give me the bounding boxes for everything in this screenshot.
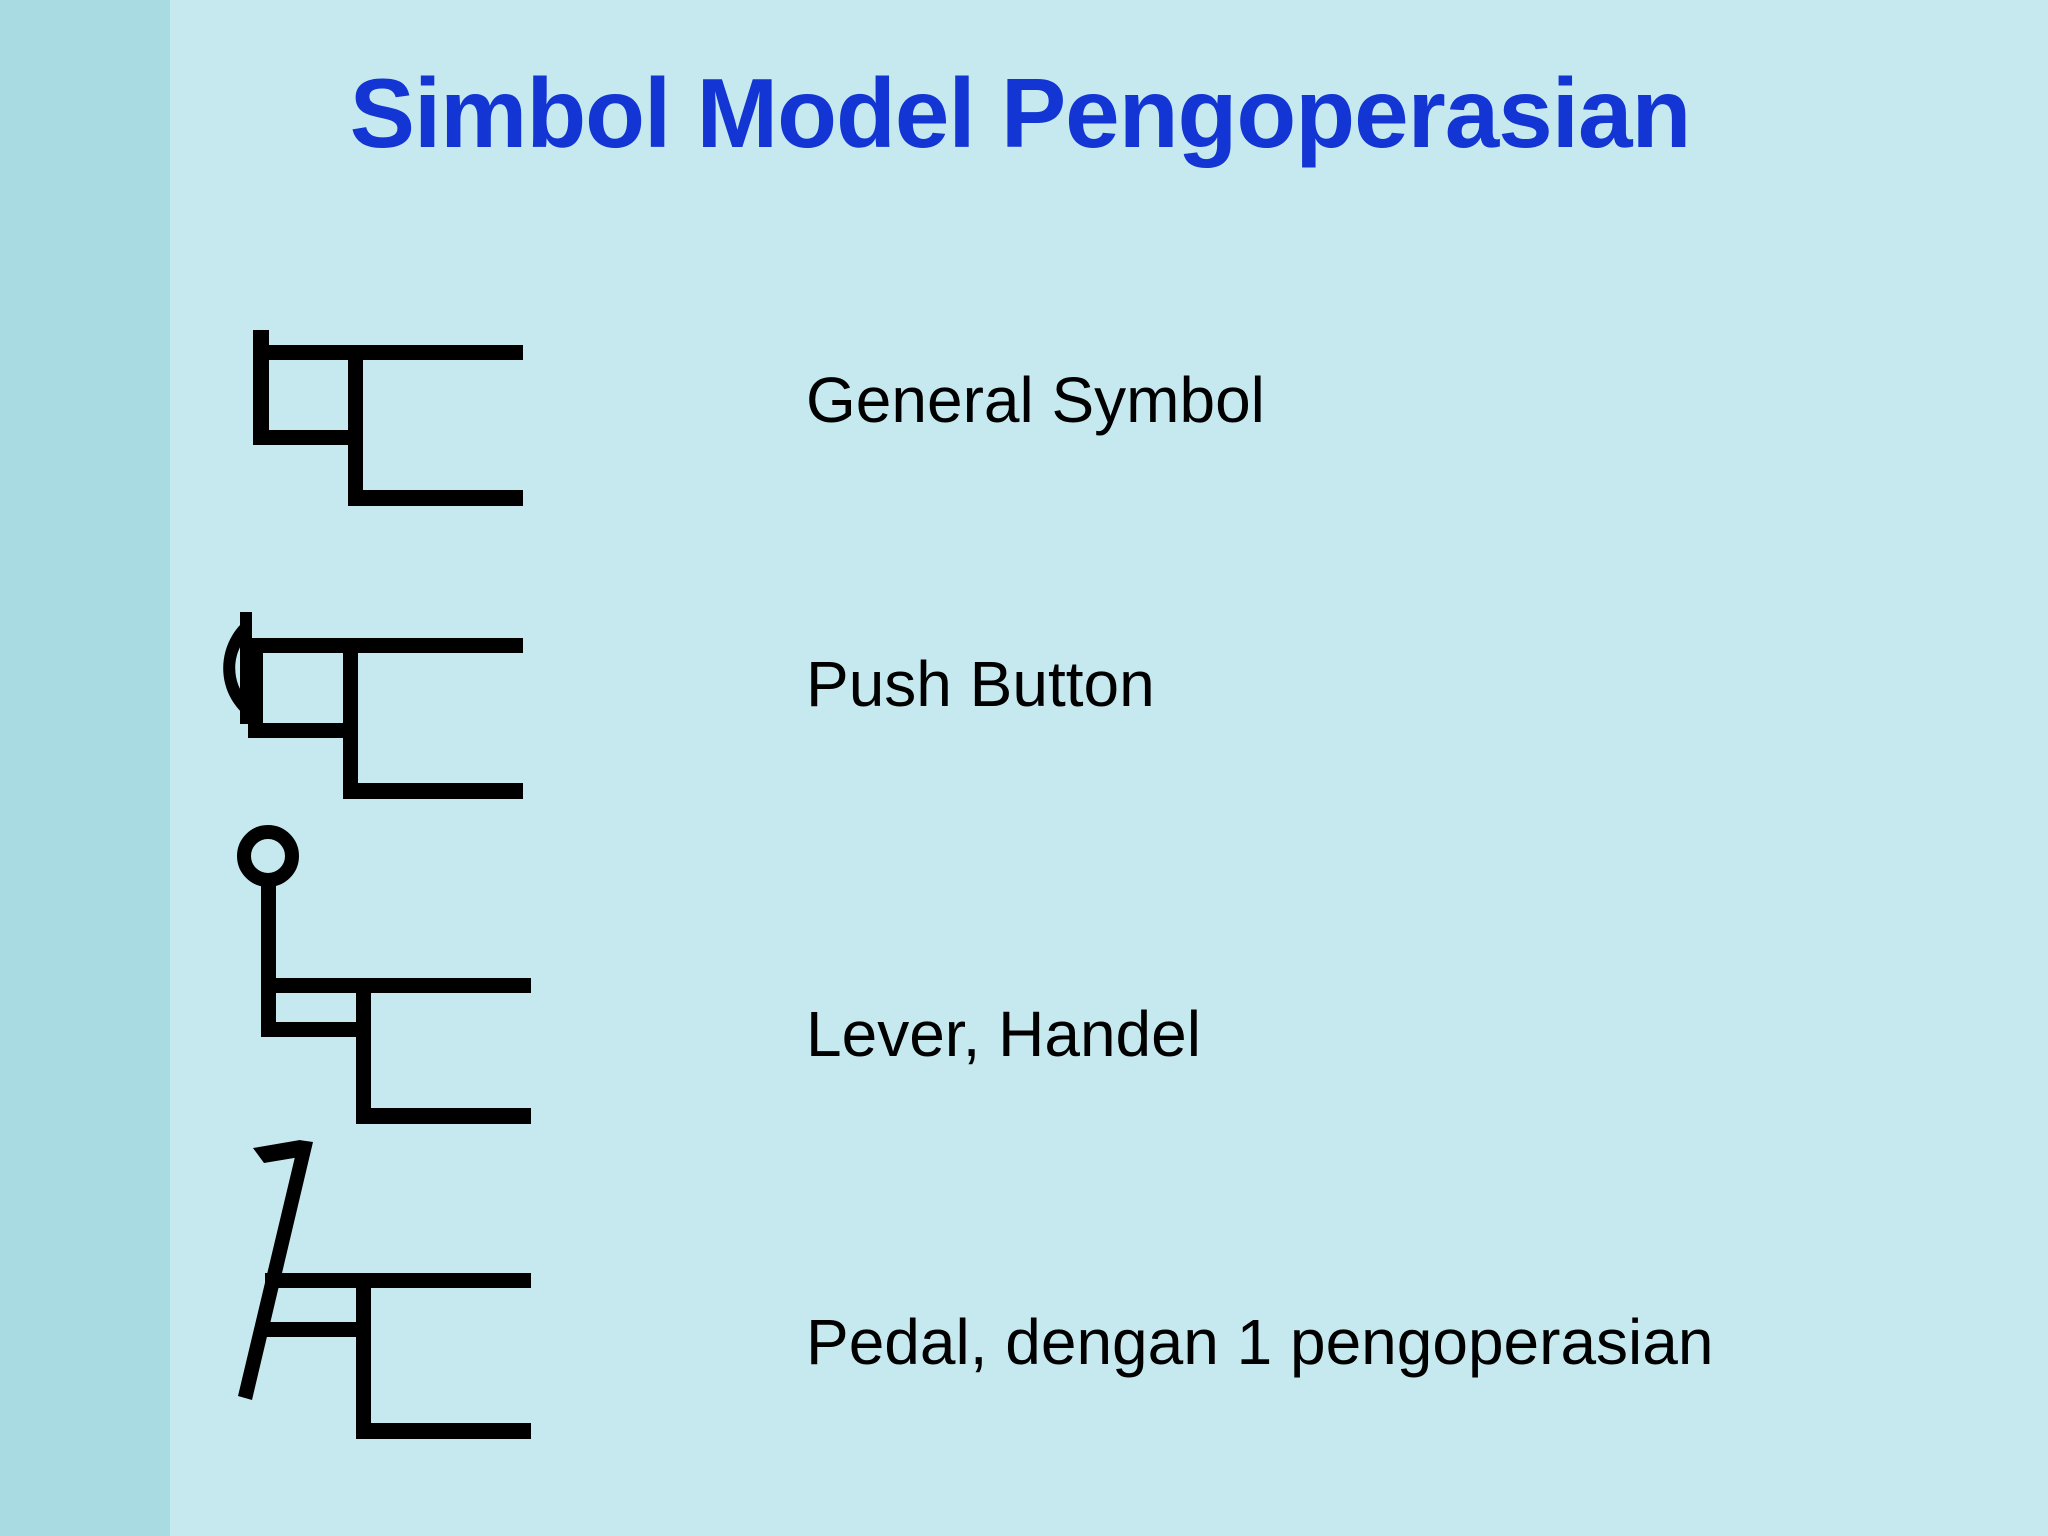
symbol-label-general-symbol: General Symbol — [806, 364, 1265, 436]
symbol-label-pedal: Pedal, dengan 1 pengoperasian — [806, 1306, 1714, 1378]
page-title: Simbol Model Pengoperasian — [349, 58, 1692, 168]
push-button-glyph — [223, 612, 523, 799]
general-symbol-glyph — [253, 330, 523, 506]
symbol-label-push-button: Push Button — [806, 648, 1155, 720]
left-accent-band — [0, 0, 170, 1536]
lever-handel-glyph — [237, 825, 531, 1124]
symbol-label-lever-handel: Lever, Handel — [806, 998, 1201, 1070]
pedal-glyph — [238, 1140, 531, 1439]
